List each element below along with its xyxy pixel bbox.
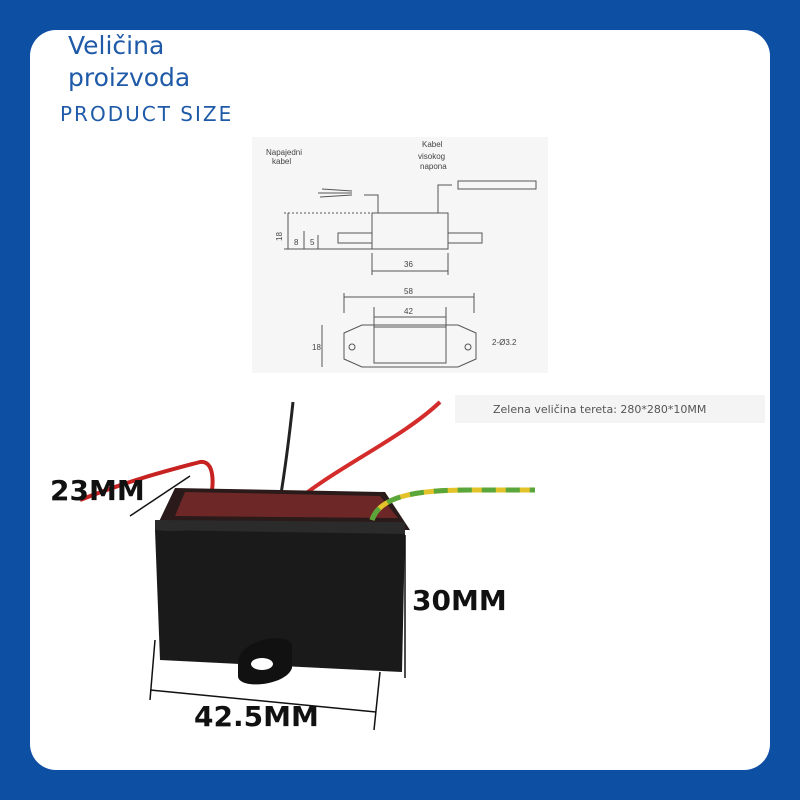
hv-cable-path [437, 184, 452, 213]
technical-drawing: Napajedni kabel Kabel visokog napona 18 … [252, 137, 548, 373]
dim-18-side: 18 [275, 232, 284, 241]
red-wire-left [79, 460, 215, 502]
width-ext-right [373, 671, 381, 731]
module-rim [155, 520, 405, 534]
hv-cable-label-3: napona [420, 162, 447, 171]
depth-label: 23MM [50, 474, 145, 507]
side-flange-right [447, 232, 483, 244]
power-cable-path [364, 194, 379, 213]
width-label: 42.5MM [194, 700, 319, 733]
side-flange-left [337, 232, 373, 244]
title-local: Veličina proizvoda [68, 31, 191, 92]
dim-8: 8 [294, 238, 299, 247]
hv-cable-label-2: visokog [418, 152, 445, 161]
title-english: PRODUCT SIZE [60, 102, 234, 126]
depth-line [129, 475, 191, 517]
module-front-face [155, 530, 405, 672]
top-view-body [373, 326, 447, 364]
height-label: 30MM [412, 584, 507, 617]
width-line [149, 689, 377, 713]
dim-18-top: 18 [312, 343, 321, 352]
dim-58: 58 [404, 287, 413, 296]
dim-36: 36 [404, 260, 413, 269]
technical-drawing-svg: Napajedni kabel Kabel visokog napona 18 … [266, 140, 537, 368]
mount-hole-left [348, 343, 356, 351]
dim-42: 42 [404, 307, 413, 316]
green-wire [369, 487, 535, 521]
top-view-outline [343, 324, 477, 368]
black-wire [278, 401, 295, 501]
load-size-caption: Zelena veličina tereta: 280*280*10MM [493, 403, 707, 416]
module-top-resin [175, 492, 398, 518]
hv-cable [457, 180, 537, 190]
side-body-outline [371, 212, 449, 250]
mounting-hole [251, 658, 273, 670]
power-cable-wires [318, 188, 353, 198]
power-cable-label-2: kabel [272, 157, 291, 166]
dim-5: 5 [310, 238, 315, 247]
hole-spec: 2-Ø3.2 [492, 338, 517, 347]
mount-hole-right [464, 343, 472, 351]
power-cable-label-1: Napajedni [266, 148, 302, 157]
caption-strip [455, 395, 765, 423]
hv-cable-label-1: Kabel [422, 140, 443, 149]
